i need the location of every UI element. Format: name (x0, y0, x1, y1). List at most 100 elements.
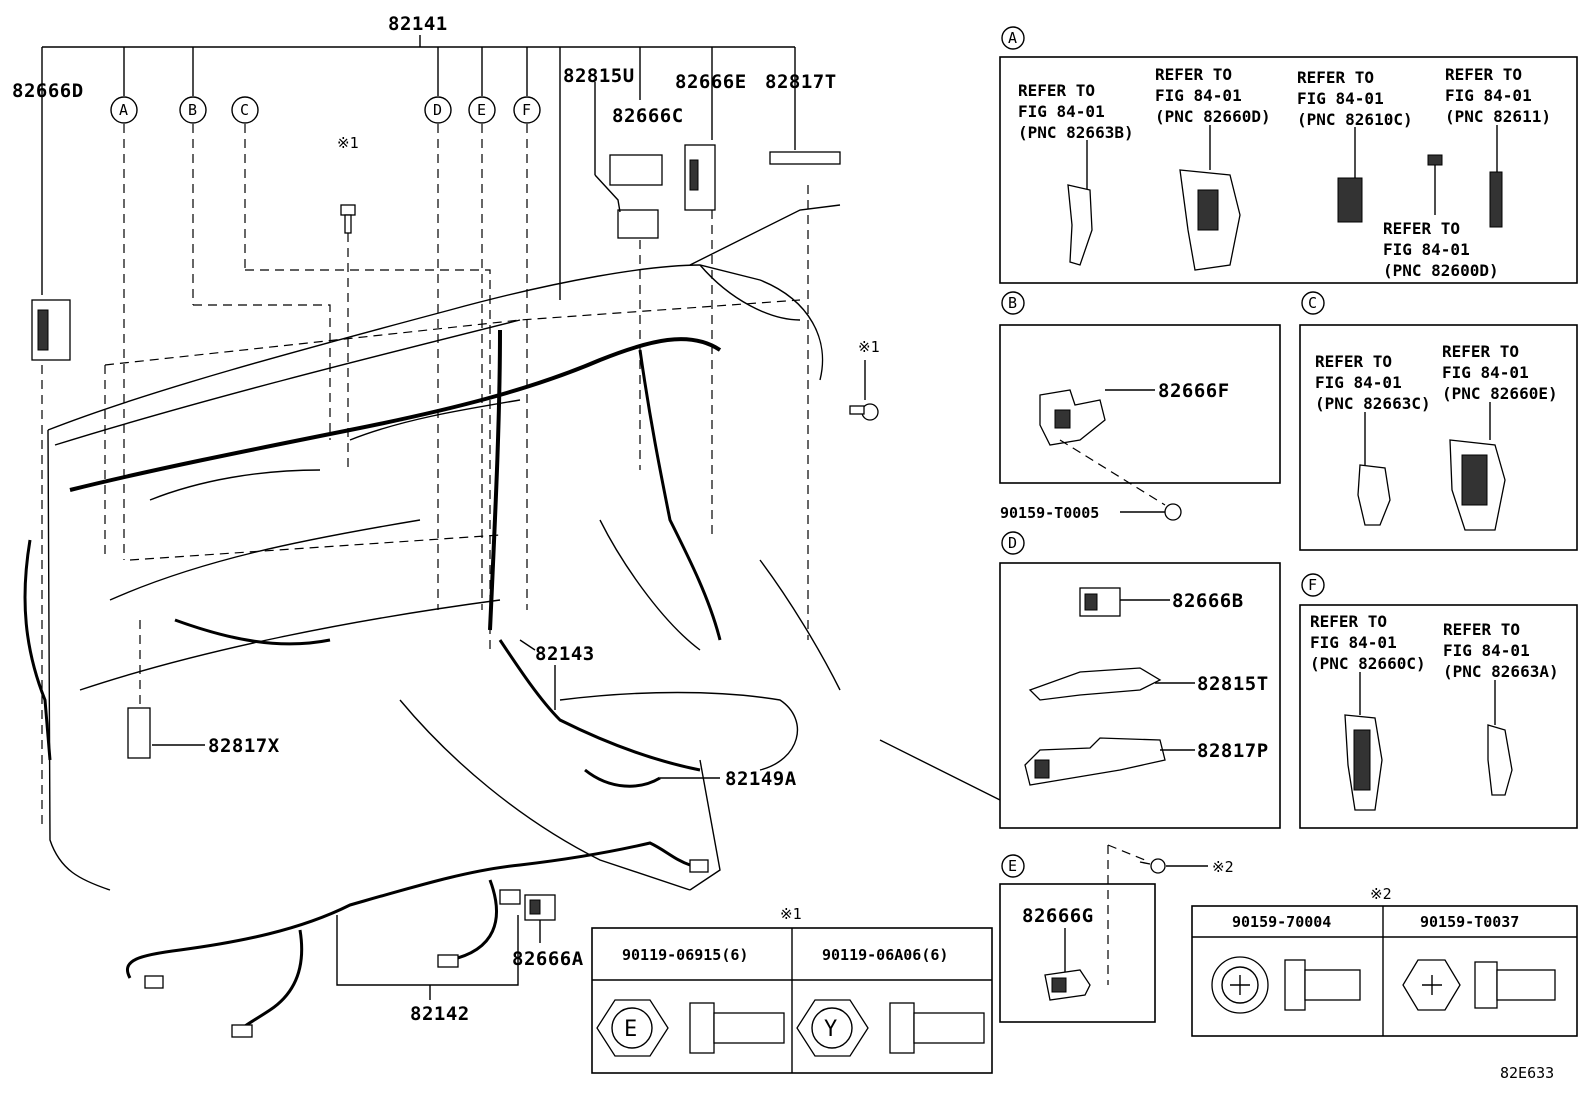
panel-F: F REFER TO FIG 84-01 (PNC 82660C) REFER … (1299, 573, 1578, 829)
table-1-col2-part[interactable]: 90119-06A06(6) (822, 946, 948, 964)
F-ref1-l2: FIG 84-01 (1310, 633, 1397, 652)
A-ref3-l2: FIG 84-01 (1297, 89, 1384, 108)
svg-text:Y: Y (824, 1017, 837, 1042)
note-mark-1-right: ※1 (858, 338, 880, 356)
panel-A: A REFER TO FIG 84-01 (PNC 82663B) REFER … (999, 26, 1578, 284)
panel-E: E 82666G ※2 (999, 844, 1234, 1023)
harness-82142-shape[interactable] (126, 841, 709, 1038)
label-82142[interactable]: 82142 (410, 1003, 470, 1025)
dashboard-illustration (23, 204, 1001, 891)
svg-text:E: E (1008, 857, 1017, 875)
svg-text:B: B (188, 101, 197, 119)
C-ref1-l1[interactable]: REFER TO (1315, 352, 1392, 371)
A-ref2-l2: FIG 84-01 (1155, 86, 1242, 105)
F-ref1-l1[interactable]: REFER TO (1310, 612, 1387, 631)
A-ref3-l1[interactable]: REFER TO (1297, 68, 1374, 87)
C-ref2-l2: FIG 84-01 (1442, 363, 1529, 382)
panel-A-letter: A (1001, 26, 1025, 50)
part-82666C-shape[interactable] (609, 154, 663, 239)
table-2-col1-part[interactable]: 90159-70004 (1232, 913, 1331, 931)
table-2-col2-part[interactable]: 90159-T0037 (1420, 913, 1519, 931)
svg-text:E: E (624, 1017, 637, 1042)
bolt-Y-side-icon (889, 1002, 985, 1054)
A-ref4-l2: FIG 84-01 (1445, 86, 1532, 105)
label-82666E[interactable]: 82666E (675, 71, 747, 93)
svg-text:C: C (1308, 294, 1317, 312)
label-82149A[interactable]: 82149A (725, 768, 797, 790)
label-82666D[interactable]: 82666D (12, 80, 84, 102)
panel-D: D 82666B 82815T 82817P (999, 531, 1281, 829)
svg-text:E: E (477, 101, 486, 119)
figure-code: 82E633 (1500, 1064, 1554, 1082)
svg-text:F: F (1308, 576, 1317, 594)
A-ref1-l1[interactable]: REFER TO (1018, 81, 1095, 100)
screw-phillips-head-icon (1211, 956, 1269, 1014)
A-ref3-l3: (PNC 82610C) (1297, 110, 1413, 129)
C-ref2-l1[interactable]: REFER TO (1442, 342, 1519, 361)
callout-F[interactable]: F (513, 96, 541, 124)
A-ref2-l3: (PNC 82660D) (1155, 107, 1271, 126)
bolt-E-side-icon (689, 1002, 785, 1054)
part-82666E-shape[interactable] (684, 144, 716, 211)
label-82666B[interactable]: 82666B (1172, 590, 1244, 612)
table-1-col1-part[interactable]: 90119-06915(6) (622, 946, 748, 964)
table-2: ※2 90159-70004 90159-T0037 (1191, 885, 1578, 1037)
svg-text:D: D (433, 101, 442, 119)
bolt-hex-side-icon (1474, 961, 1556, 1009)
table-1-mark: ※1 (780, 905, 802, 923)
label-82666C[interactable]: 82666C (612, 105, 684, 127)
svg-text:D: D (1008, 534, 1017, 552)
part-82817X-shape[interactable] (127, 707, 151, 759)
svg-text:A: A (119, 101, 128, 119)
label-82666F[interactable]: 82666F (1158, 380, 1230, 402)
nut-Y-icon: Y (796, 999, 869, 1057)
C-ref1-l3: (PNC 82663C) (1315, 394, 1431, 413)
table-1: ※1 90119-06915(6) 90119-06A06(6) E Y (591, 905, 993, 1074)
callout-E[interactable]: E (468, 96, 496, 124)
label-82817T[interactable]: 82817T (765, 71, 837, 93)
label-82817P[interactable]: 82817P (1197, 740, 1269, 762)
svg-text:C: C (240, 101, 249, 119)
svg-text:A: A (1008, 29, 1017, 47)
A-ref2-l1[interactable]: REFER TO (1155, 65, 1232, 84)
callout-circles-main: A B C D E F (110, 96, 541, 124)
A-ref5-l2: FIG 84-01 (1383, 240, 1470, 259)
A-ref5-l3: (PNC 82600D) (1383, 261, 1499, 280)
part-82666D-shape[interactable] (31, 299, 71, 361)
nut-E-icon: E (596, 999, 669, 1057)
C-ref1-l2: FIG 84-01 (1315, 373, 1402, 392)
label-82666G[interactable]: 82666G (1022, 905, 1094, 927)
label-82815T[interactable]: 82815T (1197, 673, 1269, 695)
panel-F-letter: F (1301, 573, 1325, 597)
part-82817T-shape[interactable] (769, 151, 841, 165)
A-ref5-l1[interactable]: REFER TO (1383, 219, 1460, 238)
panel-E-letter: E (1001, 854, 1025, 878)
svg-text:B: B (1008, 294, 1017, 312)
C-ref2-l3: (PNC 82660E) (1442, 384, 1558, 403)
panel-C: C REFER TO FIG 84-01 (PNC 82663C) REFER … (1299, 291, 1578, 551)
F-ref2-l1[interactable]: REFER TO (1443, 620, 1520, 639)
label-82817X[interactable]: 82817X (208, 735, 280, 757)
callout-C[interactable]: C (231, 96, 259, 124)
note-mark-1-main: ※1 (337, 134, 359, 152)
A-ref4-l1[interactable]: REFER TO (1445, 65, 1522, 84)
note-mark-2-E: ※2 (1212, 858, 1234, 876)
panel-D-letter: D (1001, 531, 1025, 555)
table-2-mark: ※2 (1370, 885, 1392, 903)
label-90159-T0005[interactable]: 90159-T0005 (1000, 504, 1099, 522)
callout-B[interactable]: B (179, 96, 207, 124)
label-82141[interactable]: 82141 (388, 13, 448, 35)
label-82143[interactable]: 82143 (535, 643, 595, 665)
callout-A[interactable]: A (110, 96, 138, 124)
F-ref1-l3: (PNC 82660C) (1310, 654, 1426, 673)
F-ref2-l2: FIG 84-01 (1443, 641, 1530, 660)
callout-D[interactable]: D (424, 96, 452, 124)
part-82666A-shape[interactable] (524, 894, 556, 921)
label-82815U[interactable]: 82815U (563, 65, 635, 87)
bolt-main-right[interactable] (849, 403, 879, 421)
label-82666A[interactable]: 82666A (512, 948, 584, 970)
bolt-main-left[interactable] (340, 204, 356, 234)
panel-C-letter: C (1301, 291, 1325, 315)
svg-text:F: F (522, 101, 531, 119)
